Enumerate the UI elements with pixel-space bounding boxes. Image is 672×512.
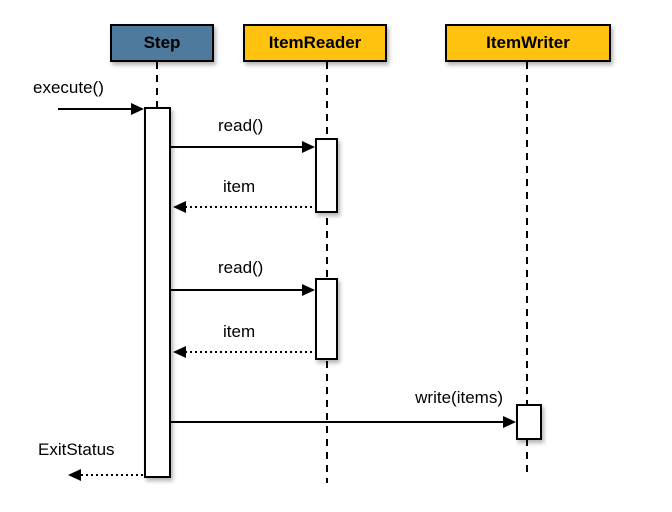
- activation-itemwriter: [516, 404, 542, 440]
- participant-step: Step: [110, 24, 214, 62]
- arrow-execute: [58, 108, 133, 110]
- lifeline-itemwriter: [526, 62, 528, 472]
- lifeline-itemreader: [326, 62, 328, 483]
- arrow-read-1: [171, 146, 304, 148]
- arrowhead-item-2: [173, 346, 186, 358]
- activation-step: [144, 107, 171, 478]
- arrowhead-write-items: [503, 416, 516, 428]
- arrowhead-item-1: [173, 201, 186, 213]
- message-label-exitstatus: ExitStatus: [38, 440, 115, 459]
- arrowhead-read-2: [302, 284, 315, 296]
- arrow-read-2: [171, 289, 304, 291]
- arrowhead-execute: [131, 103, 144, 115]
- arrow-write-items: [171, 421, 504, 423]
- arrow-exitstatus: [81, 474, 144, 476]
- participant-itemreader: ItemReader: [243, 24, 387, 62]
- message-label-write-items: write(items): [415, 388, 503, 407]
- arrow-item-2: [185, 351, 315, 353]
- message-label-item-2: item: [223, 322, 256, 341]
- message-label-item-1: item: [223, 177, 256, 196]
- participant-itemwriter: ItemWriter: [445, 24, 611, 62]
- arrowhead-read-1: [302, 141, 315, 153]
- message-label-read-2: read(): [218, 258, 264, 277]
- activation-itemreader-1: [315, 138, 338, 213]
- message-label-execute: execute(): [33, 78, 104, 97]
- arrowhead-exitstatus: [68, 469, 81, 481]
- message-label-read-1: read(): [218, 116, 264, 135]
- lifeline-step: [156, 62, 158, 108]
- activation-itemreader-2: [315, 278, 338, 360]
- arrow-item-1: [185, 206, 315, 208]
